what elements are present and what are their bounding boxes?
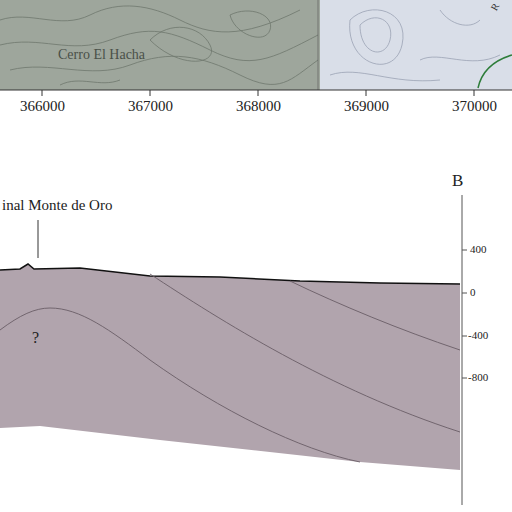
contour-lines <box>0 6 318 85</box>
coordinate-label: 369000 <box>344 99 389 114</box>
structure-name: inal Monte de Oro <box>2 198 112 213</box>
unit-contact <box>318 0 319 90</box>
place-name: Cerro El Hacha <box>58 48 145 62</box>
leader-line <box>38 220 39 258</box>
topographic-profile <box>0 264 460 284</box>
elevation-label: 0 <box>470 287 476 298</box>
contour-lines-blue <box>330 10 500 81</box>
coordinate-label: 370000 <box>452 99 497 114</box>
road <box>478 55 512 88</box>
section-end-label: B <box>452 172 463 189</box>
elevation-axis <box>462 195 467 505</box>
elevation-label: -400 <box>468 330 488 341</box>
section-body <box>0 264 460 470</box>
elevation-label: 400 <box>470 244 487 255</box>
coordinate-ticks <box>42 90 474 96</box>
uncertainty-mark: ? <box>32 330 39 346</box>
coordinate-label: 367000 <box>128 99 173 114</box>
map-unit-blue <box>320 0 512 90</box>
map-unit-gray <box>0 0 320 90</box>
map-frame <box>0 90 512 91</box>
coordinate-label: 368000 <box>236 99 281 114</box>
fold-traces <box>0 274 460 462</box>
coordinate-label: 366000 <box>20 99 65 114</box>
elevation-label: -800 <box>468 372 488 383</box>
